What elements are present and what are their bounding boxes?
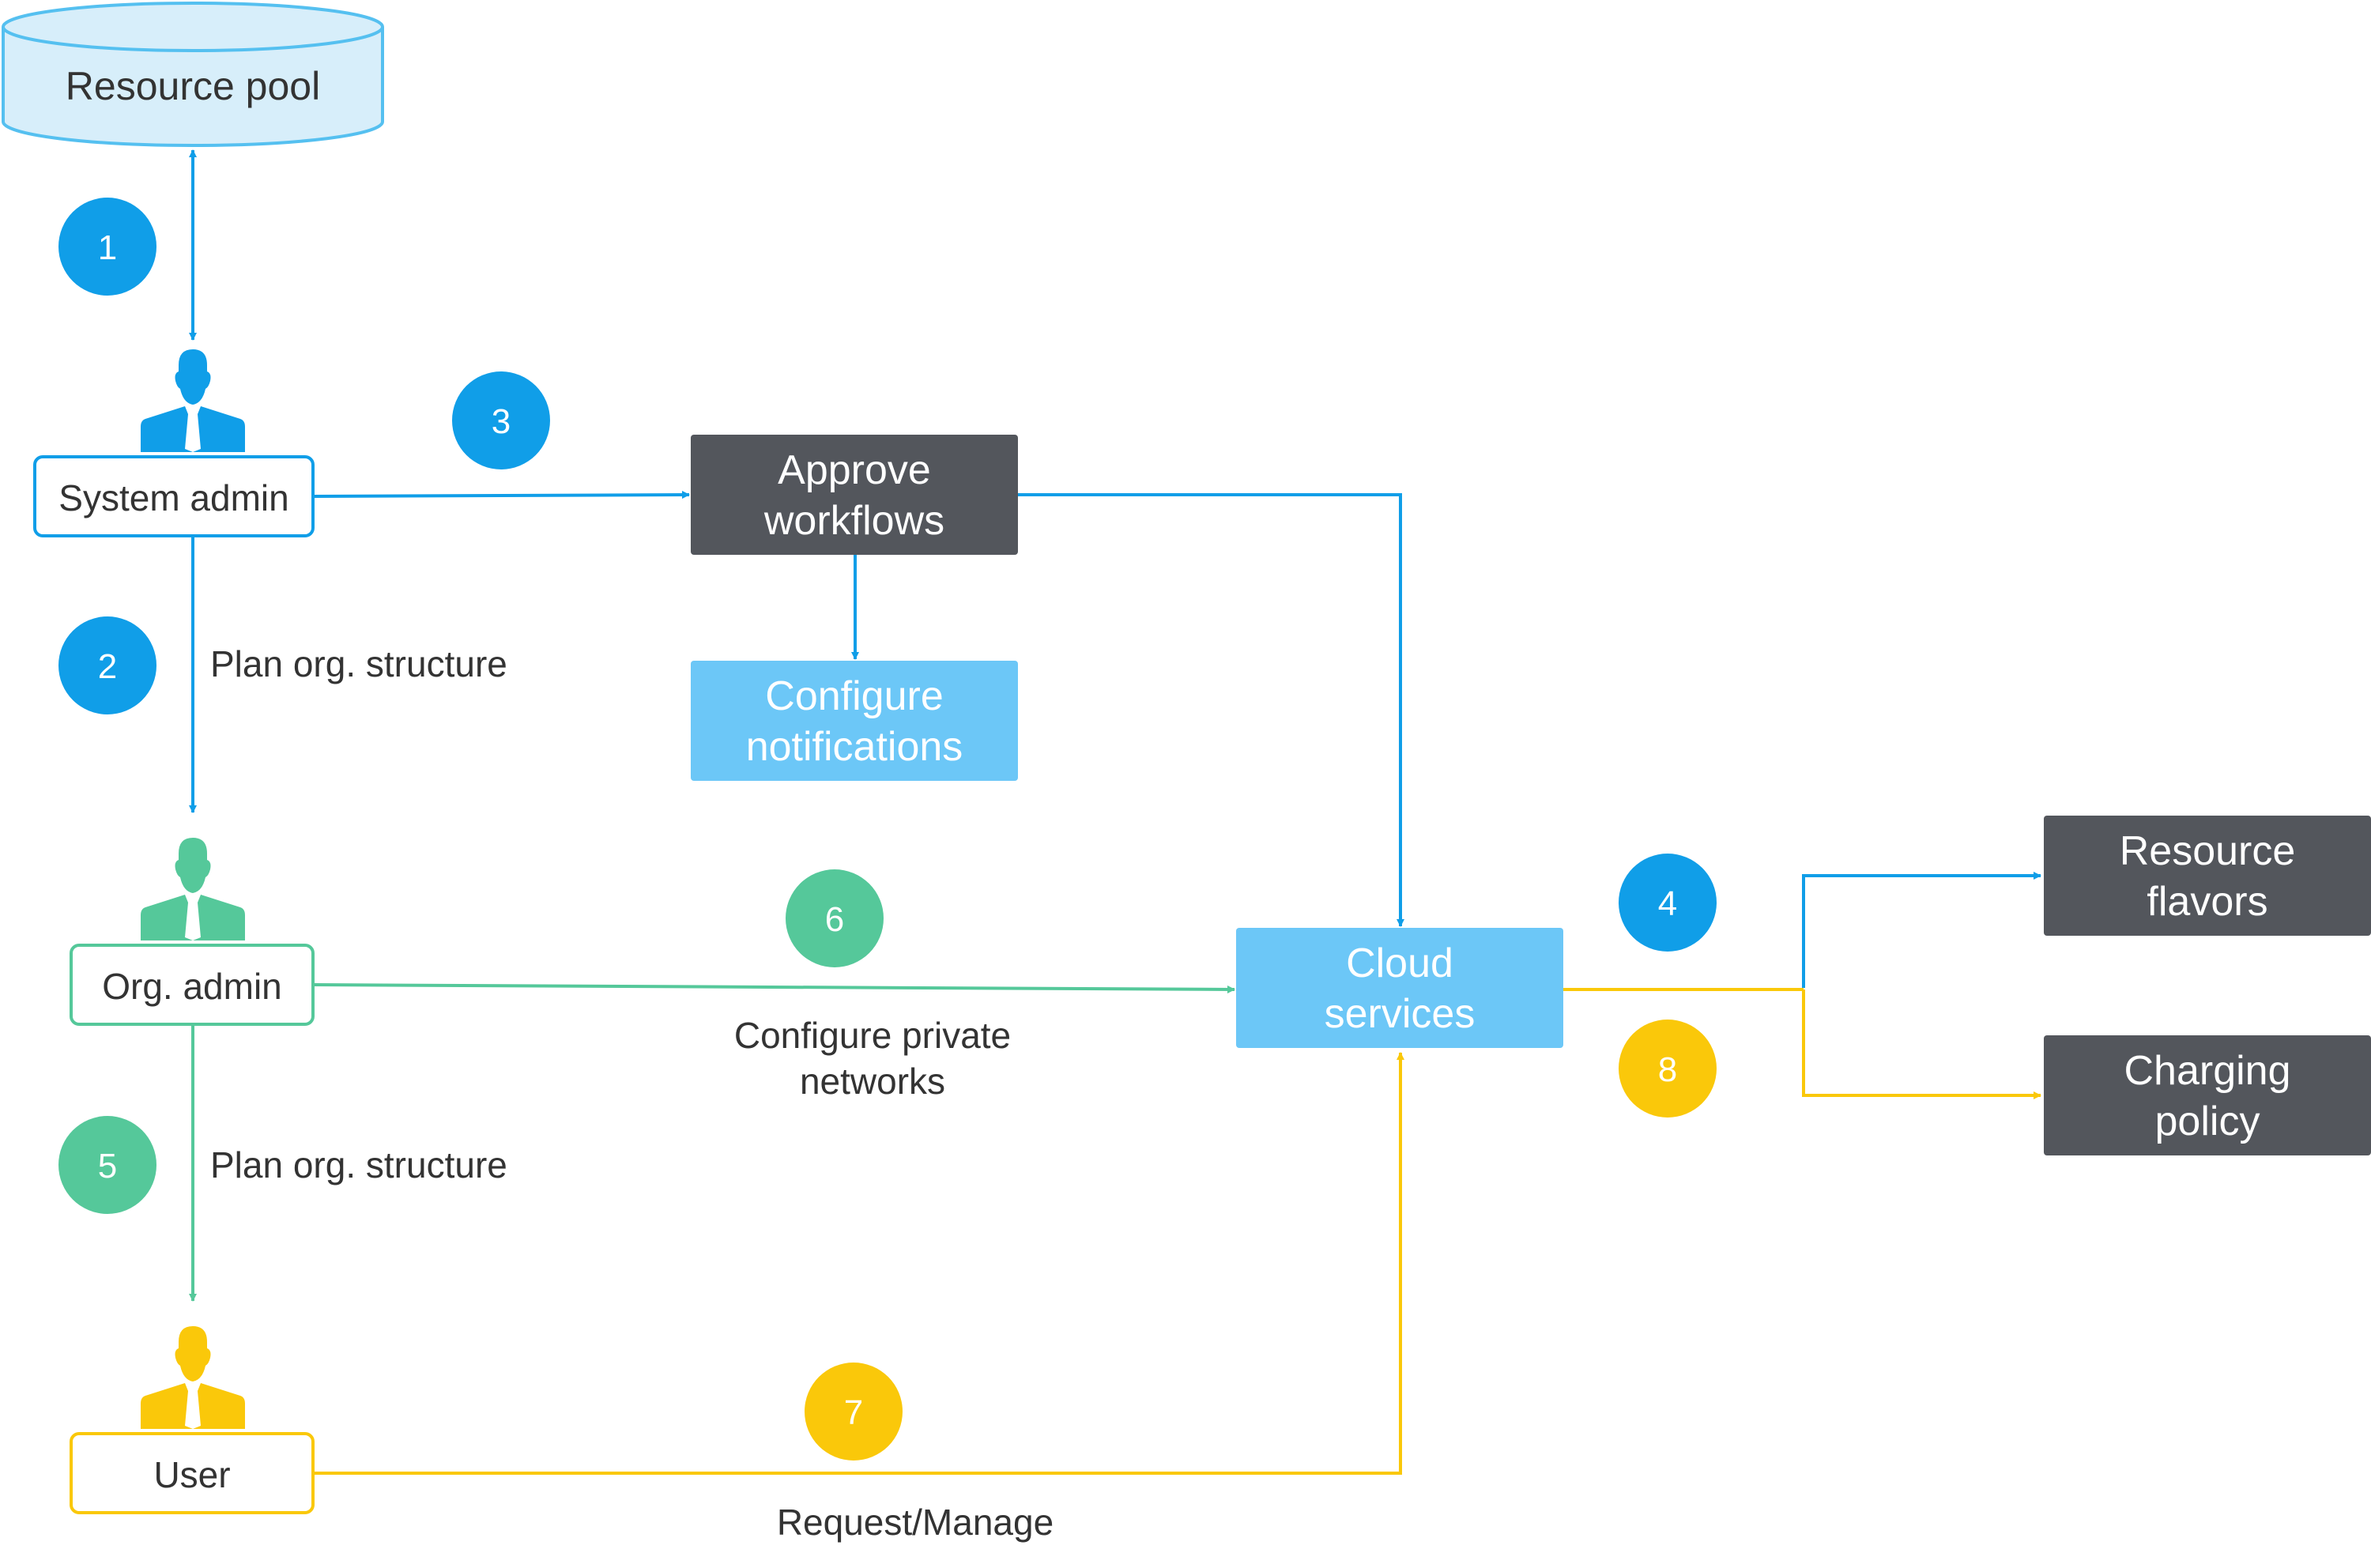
resource-flavors-line2: flavors xyxy=(2147,879,2267,925)
edge-label-plan-org-structure-2: Plan org. structure xyxy=(210,1144,507,1185)
step-badge-6: 6 xyxy=(786,869,884,967)
svg-text:6: 6 xyxy=(825,900,844,939)
connector-approve-to-cloud xyxy=(1018,493,1404,927)
step-badge-5: 5 xyxy=(58,1116,156,1214)
system-admin-person-icon xyxy=(141,349,245,452)
resource-pool-body xyxy=(2,27,384,147)
approve-workflows-line1: Approve xyxy=(778,447,931,493)
resource-pool-label: Resource pool xyxy=(66,64,320,108)
cloud-services-line2: services xyxy=(1325,991,1476,1037)
svg-text:2: 2 xyxy=(98,647,117,686)
user-person-icon xyxy=(141,1326,245,1429)
user-box[interactable]: User xyxy=(70,1432,315,1514)
approve-workflows-line2: workflows xyxy=(763,498,944,544)
cloud-services-line1: Cloud xyxy=(1346,940,1453,986)
step-badge-7: 7 xyxy=(805,1363,903,1461)
resource-pool: Resource pool xyxy=(2,2,384,147)
svg-text:8: 8 xyxy=(1658,1050,1677,1089)
user-label: User xyxy=(153,1454,230,1495)
system-admin-box[interactable]: System admin xyxy=(33,455,315,537)
charging-policy-box[interactable]: Charging policy xyxy=(2044,1035,2371,1155)
step-badge-1: 1 xyxy=(58,198,156,296)
connector-cloud-to-flavors xyxy=(1802,872,2041,988)
resource-flavors-box[interactable]: Resource flavors xyxy=(2044,816,2371,936)
configure-notifications-box[interactable]: Configure notifications xyxy=(691,661,1018,781)
edge-label-plan-org-structure-1: Plan org. structure xyxy=(210,643,507,684)
system-admin-label: System admin xyxy=(58,477,288,518)
configure-notifications-line1: Configure xyxy=(765,673,943,719)
edge-label-request-manage: Request/Manage xyxy=(777,1502,1054,1543)
svg-text:5: 5 xyxy=(98,1147,117,1185)
charging-policy-line1: Charging xyxy=(2124,1048,2290,1094)
svg-text:7: 7 xyxy=(844,1393,863,1432)
edge-label-configure-private-networks-line1: Configure private xyxy=(734,1015,1011,1056)
org-admin-person-icon xyxy=(141,838,245,940)
svg-text:3: 3 xyxy=(492,402,511,441)
connector-cloud-to-charging xyxy=(1802,989,2041,1099)
connector-system-admin-to-approve xyxy=(314,491,690,499)
org-admin-box[interactable]: Org. admin xyxy=(70,944,315,1026)
step-badge-8: 8 xyxy=(1619,1020,1717,1118)
charging-policy-line2: policy xyxy=(2155,1099,2260,1144)
svg-text:4: 4 xyxy=(1658,884,1677,923)
cloud-services-box[interactable]: Cloud services xyxy=(1236,928,1563,1048)
approve-workflows-box[interactable]: Approve workflows xyxy=(691,435,1018,555)
configure-notifications-line2: notifications xyxy=(746,724,963,770)
connector-user-to-cloud xyxy=(315,1052,1404,1475)
edge-label-configure-private-networks-line2: networks xyxy=(800,1061,945,1102)
step-badge-3: 3 xyxy=(452,371,550,469)
connectors xyxy=(189,149,2041,1475)
resource-pool-top xyxy=(2,2,384,52)
connector-org-admin-to-cloud xyxy=(314,983,1235,993)
step-badge-4: 4 xyxy=(1619,854,1717,952)
resource-flavors-line1: Resource xyxy=(2120,828,2296,874)
svg-text:1: 1 xyxy=(98,228,117,267)
step-badge-2: 2 xyxy=(58,616,156,714)
org-admin-label: Org. admin xyxy=(102,966,282,1007)
